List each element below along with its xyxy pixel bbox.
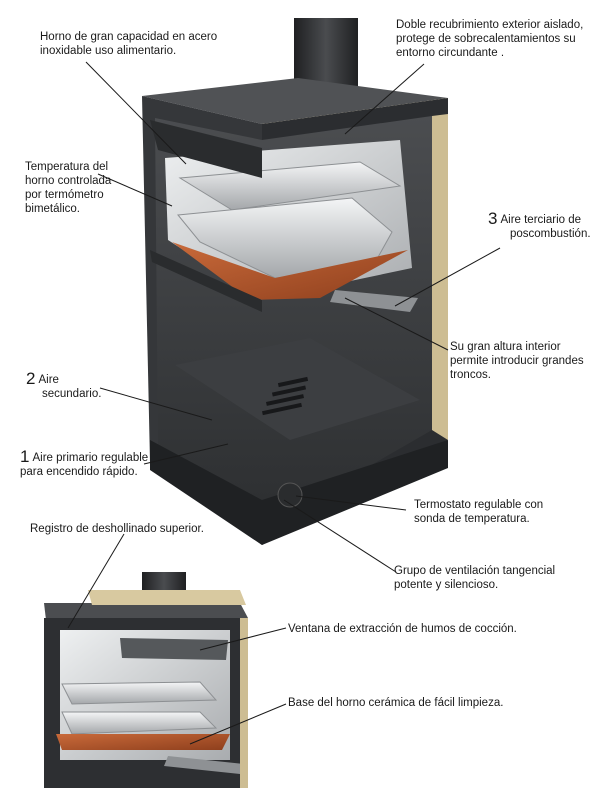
- fire-grate: [262, 376, 309, 416]
- callout-secundario-line2: secundario.: [42, 388, 102, 400]
- detail-tray-upper: [61, 681, 218, 705]
- callout-terciario-line1: Aire terciario de: [500, 214, 582, 226]
- callout-altura: Su gran altura interior permite introduc…: [450, 340, 584, 382]
- insulation-edge: [432, 114, 448, 440]
- callout-terciario-line2: poscombustión.: [510, 228, 591, 240]
- stove-top: [142, 78, 448, 124]
- leader-base: [189, 703, 287, 745]
- callout-temperatura: Temperatura del horno controlada por ter…: [25, 160, 111, 216]
- callout-base: Base del horno cerámica de fácil limpiez…: [288, 696, 503, 710]
- leader-horno: [85, 61, 187, 165]
- callout-base-line1: Base del horno cerámica de fácil limpiez…: [288, 697, 504, 709]
- detail-top: [44, 603, 248, 620]
- detail-tertiary-bar: [164, 756, 244, 774]
- leader-registro: [67, 533, 125, 629]
- callout-termostato: Termostato regulable con sonda de temper…: [414, 498, 543, 526]
- callout-registro-line1: Registro de deshollinado superior.: [30, 523, 204, 535]
- callout-temperatura-line4: bimetálico.: [25, 203, 80, 215]
- main-stove: [142, 18, 448, 545]
- leader-ventana: [199, 627, 287, 651]
- callout-termostato-line1: Termostato regulable con: [414, 499, 544, 511]
- callout-altura-line3: troncos.: [450, 369, 491, 381]
- detail-view: [44, 572, 248, 788]
- callout-primario-line2: para encendido rápido.: [20, 466, 138, 478]
- callout-recubrimiento-line3: entorno circundante .: [396, 47, 505, 59]
- detail-tray-lower: [61, 711, 218, 735]
- leader-ventilacion: [283, 499, 397, 573]
- oven-tray-upper: [178, 161, 402, 211]
- detail-ceramic-base: [56, 734, 230, 750]
- callout-recubrimiento-line1: Doble recubrimiento exterior aislado,: [396, 19, 584, 31]
- leader-termostato: [295, 495, 407, 511]
- callout-temperatura-line3: por termómetro: [25, 189, 104, 201]
- leader-recubrimiento: [344, 63, 425, 135]
- callout-horno-line1: Horno de gran capacidad en acero: [40, 31, 218, 43]
- callout-ventilacion-line1: Grupo de ventilación tangencial: [394, 565, 556, 577]
- callout-terciario-number: 3: [488, 209, 498, 228]
- detail-insulation: [88, 590, 246, 605]
- tertiary-air-bar: [330, 290, 418, 312]
- oven-door-frame: [150, 120, 262, 178]
- callout-recubrimiento-line2: protege de sobrecalentamientos su: [396, 33, 576, 45]
- callout-altura-line1: Su gran altura interior: [450, 341, 561, 353]
- leader-primario: [143, 443, 229, 465]
- callout-ventana: Ventana de extracción de humos de cocció…: [288, 622, 517, 636]
- callout-secundario-number: 2: [26, 369, 36, 388]
- callout-recubrimiento: Doble recubrimiento exterior aislado, pr…: [396, 18, 583, 60]
- leader-lines: [67, 61, 501, 745]
- detail-side-wall: [240, 618, 248, 788]
- callout-ventilacion: Grupo de ventilación tangencial potente …: [394, 564, 555, 592]
- callout-temperatura-line1: Temperatura del: [25, 161, 109, 173]
- firebox-door-frame: [150, 250, 262, 312]
- detail-smoke-window: [120, 638, 228, 660]
- callout-registro: Registro de deshollinado superior.: [30, 522, 204, 536]
- callout-ventilacion-line2: potente y silencioso.: [394, 579, 499, 591]
- callout-temperatura-line2: horno controlada: [25, 175, 112, 187]
- ceramic-oven-base: [172, 242, 408, 300]
- callout-horno-line2: inoxidable uso alimentario.: [40, 45, 177, 57]
- callout-secundario-line1: Aire: [38, 374, 59, 386]
- callout-primario-line1: Aire primario regulable: [32, 452, 149, 464]
- callout-primario-number: 1: [20, 447, 30, 466]
- leader-secundario: [99, 387, 213, 421]
- leader-temperatura: [97, 173, 173, 207]
- callout-horno: Horno de gran capacidad en acero inoxida…: [40, 30, 217, 58]
- leader-terciario: [394, 247, 501, 307]
- leader-altura: [344, 297, 449, 351]
- callout-altura-line2: permite introducir grandes: [450, 355, 584, 367]
- callout-ventana-line1: Ventana de extracción de humos de cocció…: [288, 623, 517, 635]
- callout-termostato-line2: sonda de temperatura.: [414, 513, 530, 525]
- ventilation-fan: [277, 482, 303, 508]
